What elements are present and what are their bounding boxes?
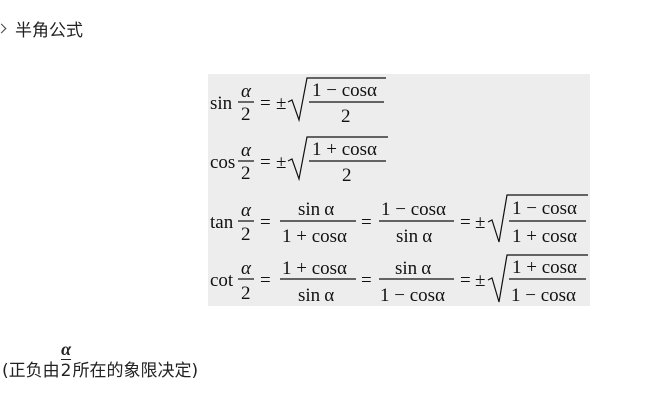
cos-label: cos bbox=[210, 152, 235, 173]
sin-half-angle-formula: sin α 2 = ± 1 − cosα 2 bbox=[210, 77, 386, 127]
two-denominator: 2 bbox=[241, 224, 251, 245]
radical-sign bbox=[487, 254, 588, 303]
two-denominator: 2 bbox=[241, 163, 251, 184]
alpha-numerator: α bbox=[241, 200, 252, 221]
formula-svg: sin α 2 = ± 1 − cosα 2 cos α 2 = ± 1 + c… bbox=[210, 77, 588, 306]
tan-label: tan bbox=[210, 212, 234, 233]
numerator-text: 1 + cosα bbox=[282, 258, 347, 279]
sign-note: (正负由 α 2 所在的象限决定) bbox=[2, 340, 198, 381]
equals-sign: = bbox=[260, 212, 271, 233]
equals-sign: = bbox=[361, 212, 372, 233]
alpha-over-two-fraction: α 2 bbox=[61, 340, 72, 381]
fraction-bar bbox=[61, 359, 72, 360]
equals-sign: = bbox=[460, 212, 471, 233]
alpha-numerator: α bbox=[241, 140, 252, 161]
numerator-text: 1 − cosα bbox=[381, 199, 446, 220]
note-suffix: 所在的象限决定) bbox=[72, 361, 199, 381]
equals-sign: = bbox=[260, 93, 271, 114]
two-denominator: 2 bbox=[241, 283, 251, 304]
denominator-text: 1 + cosα bbox=[282, 226, 347, 247]
chevron-right-icon bbox=[0, 23, 7, 33]
plus-minus-sign: ± bbox=[475, 270, 485, 291]
section-title: 半角公式 bbox=[15, 20, 83, 41]
radical-sign bbox=[287, 77, 386, 123]
plus-minus-sign: ± bbox=[276, 93, 286, 114]
fraction-numerator: α bbox=[61, 339, 72, 359]
denominator-text: 1 − cosα bbox=[380, 285, 445, 306]
cot-label: cot bbox=[210, 270, 234, 291]
fraction-denominator: 2 bbox=[60, 361, 72, 381]
two-denominator: 2 bbox=[342, 165, 352, 186]
alpha-numerator: α bbox=[241, 81, 252, 102]
numerator-text: 1 − cosα bbox=[512, 198, 577, 219]
radical-sign bbox=[487, 194, 588, 243]
numerator-text: 1 − cosα bbox=[312, 80, 377, 101]
half-angle-formula-image: sin α 2 = ± 1 − cosα 2 cos α 2 = ± 1 + c… bbox=[208, 74, 590, 306]
equals-sign: = bbox=[260, 270, 271, 291]
note-prefix: (正负由 bbox=[2, 361, 60, 381]
denominator-text: 1 − cosα bbox=[511, 285, 576, 306]
two-denominator: 2 bbox=[241, 104, 251, 125]
section-heading: 半角公式 bbox=[0, 16, 83, 41]
equals-sign: = bbox=[460, 270, 471, 291]
plus-minus-sign: ± bbox=[475, 212, 485, 233]
two-denominator: 2 bbox=[341, 106, 351, 127]
cos-half-angle-formula: cos α 2 = ± 1 + cosα 2 bbox=[210, 136, 388, 186]
numerator-text: 1 + cosα bbox=[312, 139, 377, 160]
equals-sign: = bbox=[260, 152, 271, 173]
plus-minus-sign: ± bbox=[276, 152, 286, 173]
equals-sign: = bbox=[361, 270, 372, 291]
radical-sign bbox=[287, 136, 388, 182]
sin-label: sin bbox=[210, 93, 233, 114]
numerator-text: 1 + cosα bbox=[512, 257, 577, 278]
denominator-text: 1 + cosα bbox=[512, 226, 577, 247]
alpha-numerator: α bbox=[241, 258, 252, 279]
